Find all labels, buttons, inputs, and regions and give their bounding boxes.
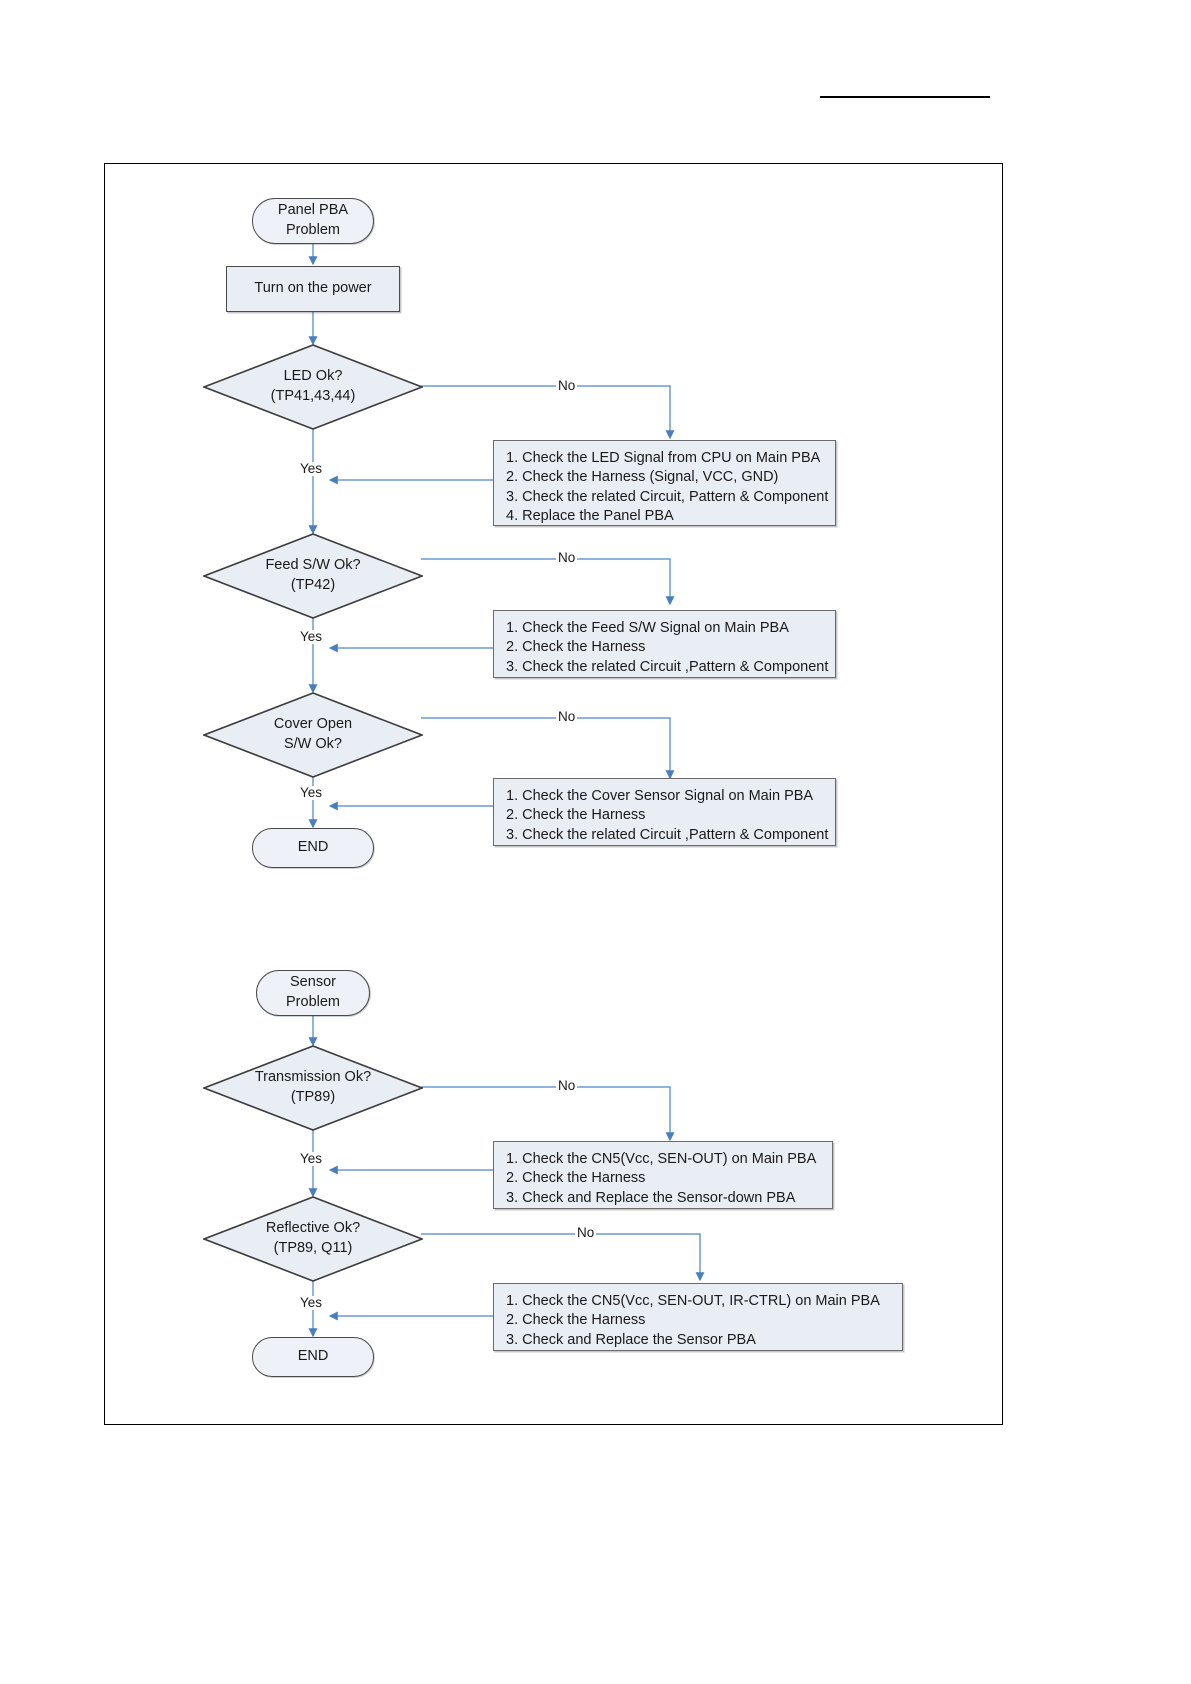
action-box-reflective[interactable]: 1. Check the CN5(Vcc, SEN-OUT, IR-CTRL) … [493,1283,903,1351]
action-led-line-3: 3. Check the related Circuit, Pattern & … [506,488,829,505]
action-led-line-2: 2. Check the Harness (Signal, VCC, GND) [506,469,779,486]
edge-label-reflective-no: No [575,1225,597,1240]
action-cover-line-2: 2. Check the Harness [506,807,646,824]
edge-label-feed-no: No [556,550,578,565]
node-sensor-end[interactable]: END [252,1337,374,1377]
action-led-line-1: 1. Check the LED Signal from CPU on Main… [506,450,821,466]
node-sensor-end-label: END [297,1348,329,1365]
edge-label-feed-yes: Yes [298,629,325,644]
header-rule [820,96,990,98]
node-panel-start[interactable]: Panel PBA Problem [252,198,374,244]
action-reflective-line-2: 2. Check the Harness [506,1312,646,1329]
node-sensor-start[interactable]: Sensor Problem [256,970,370,1016]
action-box-transmission[interactable]: 1. Check the CN5(Vcc, SEN-OUT) on Main P… [493,1141,833,1209]
decision-reflective-ok[interactable]: Reflective Ok? (TP89, Q11) [203,1196,423,1282]
action-feed-line-1: 1. Check the Feed S/W Signal on Main PBA [506,620,789,636]
decision-led-ok[interactable]: LED Ok? (TP41,43,44) [203,344,423,430]
node-sensor-start-label: Sensor Problem [286,974,340,1010]
edge-label-reflective-yes: Yes [298,1295,325,1310]
edge-label-led-yes: Yes [298,461,325,476]
node-turn-on-power-label: Turn on the power [254,280,372,297]
edge-label-transmission-no: No [556,1078,578,1093]
action-transmission-line-1: 1. Check the CN5(Vcc, SEN-OUT) on Main P… [506,1151,817,1167]
node-turn-on-power[interactable]: Turn on the power [226,266,400,312]
decision-transmission-ok[interactable]: Transmission Ok? (TP89) [203,1045,423,1131]
action-box-feed[interactable]: 1. Check the Feed S/W Signal on Main PBA… [493,610,836,678]
decision-feed-sw-ok[interactable]: Feed S/W Ok? (TP42) [203,533,423,619]
decision-transmission-ok-label: Transmission Ok? (TP89) [254,1069,372,1105]
decision-cover-open-sw-ok-label: Cover Open S/W Ok? [273,716,353,752]
action-cover-line-3: 3. Check the related Circuit ,Pattern & … [506,826,829,843]
edge-label-led-no: No [556,378,578,393]
decision-led-ok-label: LED Ok? (TP41,43,44) [270,368,356,404]
action-led-line-4: 4. Replace the Panel PBA [506,507,674,524]
action-feed-line-2: 2. Check the Harness [506,639,646,656]
action-box-cover[interactable]: 1. Check the Cover Sensor Signal on Main… [493,778,836,846]
action-reflective-line-1: 1. Check the CN5(Vcc, SEN-OUT, IR-CTRL) … [506,1293,880,1309]
edge-label-cover-no: No [556,709,578,724]
action-transmission-line-2: 2. Check the Harness [506,1170,646,1187]
node-panel-start-label: Panel PBA Problem [277,202,349,238]
action-box-led[interactable]: 1. Check the LED Signal from CPU on Main… [493,440,836,526]
edge-label-transmission-yes: Yes [298,1151,325,1166]
edge-label-cover-yes: Yes [298,785,325,800]
node-panel-end[interactable]: END [252,828,374,868]
action-reflective-line-3: 3. Check and Replace the Sensor PBA [506,1331,756,1348]
action-feed-line-3: 3. Check the related Circuit ,Pattern & … [506,658,829,675]
node-panel-end-label: END [297,839,329,856]
action-transmission-line-3: 3. Check and Replace the Sensor-down PBA [506,1189,796,1206]
content-frame [104,163,1003,1425]
decision-feed-sw-ok-label: Feed S/W Ok? (TP42) [265,557,361,593]
action-cover-line-1: 1. Check the Cover Sensor Signal on Main… [506,788,814,804]
decision-reflective-ok-label: Reflective Ok? (TP89, Q11) [265,1220,361,1256]
decision-cover-open-sw-ok[interactable]: Cover Open S/W Ok? [203,692,423,778]
